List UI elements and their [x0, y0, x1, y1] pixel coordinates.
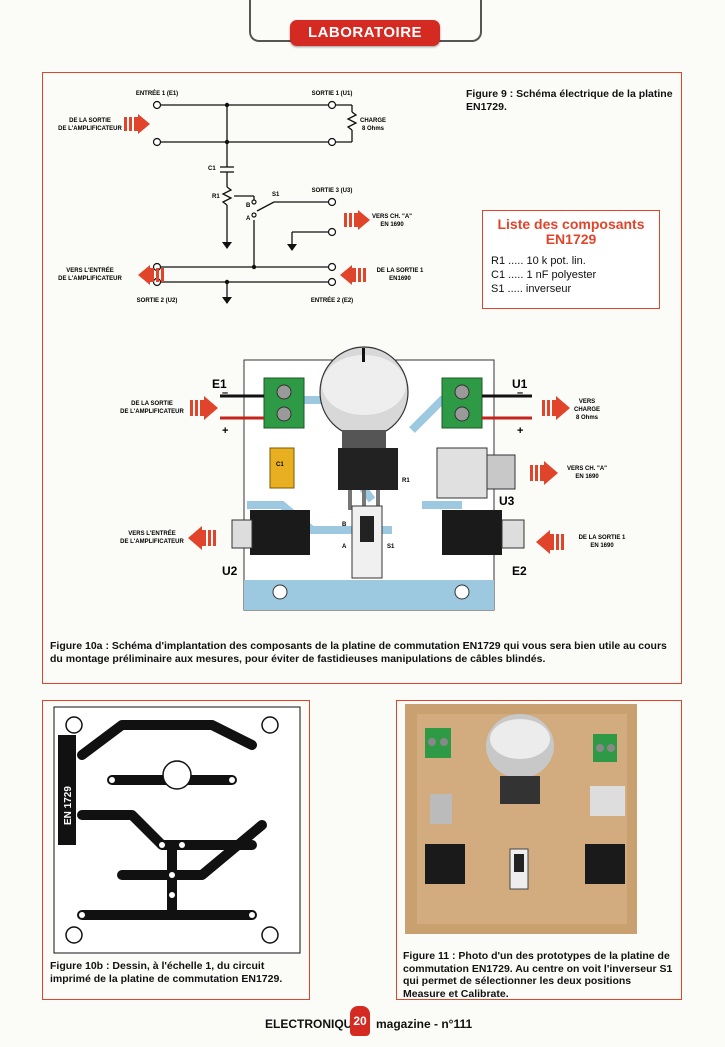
label-vers-ch-a: VERS CH. "A" — [372, 214, 412, 220]
figure10a-layout: E1 U1 U2 U3 E2 C1 R1 S1 B A – + – + DE L… — [120, 346, 626, 611]
label-vers-l-entree-10a: VERS L'ENTRÉE — [128, 529, 175, 537]
footer-left: ELECTRONIQUE — [265, 1017, 361, 1031]
label-c1: C1 — [276, 462, 284, 468]
figure10b-caption: Figure 10b : Dessin, à l'échelle 1, du c… — [50, 960, 283, 985]
label-minus-left: – — [222, 387, 228, 399]
component-row: R1 ..... 10 k pot. lin. — [491, 255, 586, 267]
label-charge: CHARGE — [360, 118, 386, 124]
label-de-l-amplificateur-10a: DE L'AMPLIFICATEUR — [120, 409, 184, 415]
components-list-title: Liste des composants — [497, 216, 645, 232]
figure11-frame — [396, 700, 682, 1000]
label-en1690b-10a: EN 1690 — [590, 543, 614, 549]
label-en1690: EN 1690 — [380, 222, 404, 228]
label-vers-l-entree: VERS L'ENTRÉE — [66, 266, 113, 274]
section-banner: LABORATOIRE — [290, 20, 440, 46]
label-r1: R1 — [212, 194, 220, 200]
label-sortie2: SORTIE 2 (U2) — [137, 298, 178, 304]
label-b: B — [246, 203, 251, 209]
label-u3: U3 — [499, 494, 515, 508]
figure9-schematic: ENTRÉE 1 (E1) SORTIE 1 (U1) DE LA SORTIE… — [58, 89, 424, 304]
label-ohms-10a: 8 Ohms — [576, 415, 599, 421]
figure10b-frame — [42, 700, 310, 1000]
figure11-photo — [405, 704, 637, 934]
component-row: S1 ..... inverseur — [491, 283, 572, 295]
label-u2: U2 — [222, 564, 238, 578]
label-de-l-amplificateur: DE L'AMPLIFICATEUR — [58, 126, 122, 132]
pcb-board-label: EN 1729 — [63, 786, 74, 825]
label-de-la-sortie1: DE LA SORTIE 1 — [377, 268, 424, 274]
label-a: A — [342, 544, 347, 550]
label-r1: R1 — [402, 478, 410, 484]
label-entree1: ENTRÉE 1 (E1) — [136, 89, 178, 97]
label-sortie1: SORTIE 1 (U1) — [312, 91, 353, 97]
components-list-subtitle: EN1729 — [545, 231, 597, 247]
components-list: Liste des composants EN1729 R1 ..... 10 … — [482, 210, 660, 309]
label-de-la-sortie: DE LA SORTIE — [69, 118, 111, 124]
figure-frame — [42, 72, 682, 684]
figure10a-caption: Figure 10a : Schéma d'implantation des c… — [50, 640, 667, 665]
label-a: A — [246, 216, 251, 222]
label-minus-right: – — [517, 387, 523, 399]
label-c1: C1 — [208, 166, 216, 172]
label-entree2: ENTRÉE 2 (E2) — [311, 296, 353, 304]
footer-page-number: 20 — [350, 1006, 370, 1036]
label-de-la-sortie1-10a: DE LA SORTIE 1 — [579, 535, 626, 541]
label-ohms: 8 Ohms — [362, 126, 385, 132]
label-vers: VERS — [579, 399, 595, 405]
label-sortie3: SORTIE 3 (U3) — [312, 188, 353, 194]
figure9-caption: Figure 9 : Schéma électrique de la plati… — [466, 88, 673, 113]
label-e2: E2 — [512, 564, 527, 578]
footer-right: magazine - n°111 — [376, 1017, 473, 1031]
label-de-l-amplificateur-2: DE L'AMPLIFICATEUR — [58, 276, 122, 282]
label-u1: U1 — [512, 377, 528, 391]
label-vers-ch-a-10a: VERS CH. "A" — [567, 466, 607, 472]
label-charge-10a: CHARGE — [574, 407, 600, 413]
label-plus-right: + — [517, 425, 523, 437]
label-s1: S1 — [272, 192, 280, 198]
label-b: B — [342, 522, 347, 528]
figure10b-pcb: EN 1729 — [53, 706, 301, 954]
label-en1690b: EN1690 — [389, 276, 411, 282]
figure11-caption: Figure 11 : Photo d'un des prototypes de… — [403, 950, 673, 1000]
label-s1: S1 — [387, 544, 395, 550]
label-de-l-amplificateur2-10a: DE L'AMPLIFICATEUR — [120, 539, 184, 545]
label-plus-left: + — [222, 425, 228, 437]
label-en1690-10a: EN 1690 — [575, 474, 599, 480]
component-row: C1 ..... 1 nF polyester — [491, 269, 597, 281]
label-de-la-sortie-10a: DE LA SORTIE — [131, 401, 173, 407]
label-e1: E1 — [212, 377, 227, 391]
